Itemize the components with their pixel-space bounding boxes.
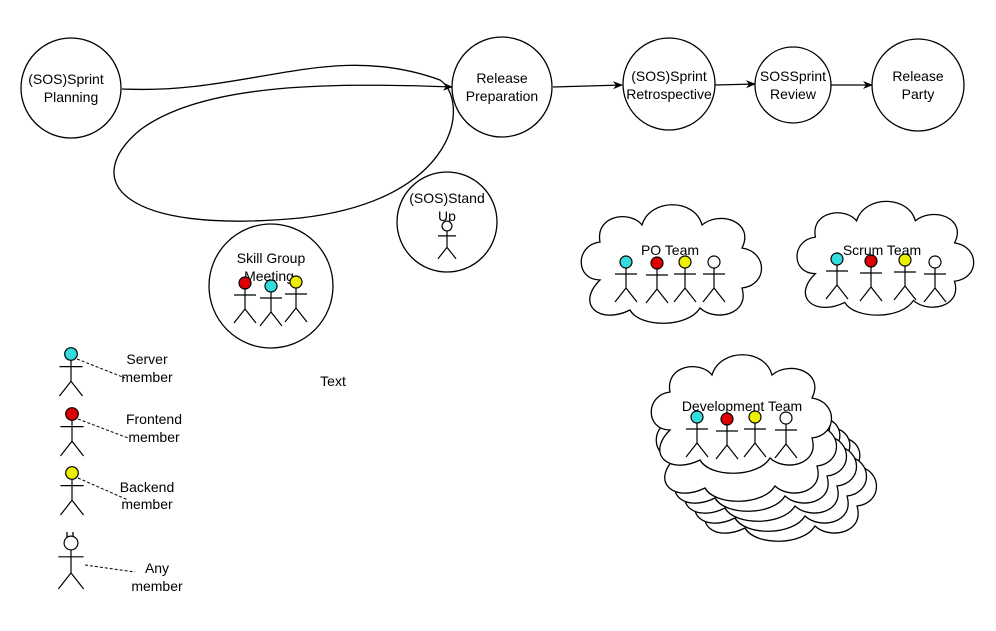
legend-backend-label-1: Backend bbox=[120, 479, 174, 495]
backend-member-icon bbox=[893, 253, 917, 301]
node-sprint-planning-label-2: Planning bbox=[44, 89, 99, 105]
node-retrospective-label-1: (SOS)Sprint bbox=[631, 68, 707, 84]
legend-any-label-1: Any bbox=[145, 560, 169, 576]
legend: Server member Frontend member Backend me… bbox=[57, 347, 183, 594]
arrow-release-prep-to-retrospective[interactable] bbox=[552, 81, 623, 90]
node-sprint-review[interactable]: SOSSprint Review bbox=[754, 46, 832, 124]
node-sprint-review-label-2: Review bbox=[770, 86, 817, 102]
node-retrospective-label-2: Retrospective bbox=[626, 86, 712, 102]
any-member-icon bbox=[57, 535, 85, 590]
server-member-icon bbox=[825, 252, 849, 300]
frontend-member-icon bbox=[715, 412, 739, 460]
stand-up-member-icon bbox=[437, 220, 457, 260]
legend-backend: Backend member bbox=[59, 466, 174, 516]
server-member-icon bbox=[259, 279, 283, 327]
legend-frontend-connector bbox=[77, 418, 129, 439]
node-sprint-retrospective[interactable]: (SOS)Sprint Retrospective bbox=[622, 37, 716, 131]
po-team-label: PO Team bbox=[641, 242, 699, 258]
any-member-icon bbox=[774, 411, 798, 459]
backend-member-icon bbox=[59, 466, 85, 516]
node-sprint-planning-label-1: (SOS)Sprint bbox=[28, 71, 104, 87]
frontend-member-icon bbox=[645, 256, 669, 304]
legend-server-label-1: Server bbox=[126, 351, 168, 367]
node-stand-up-label-2: Up bbox=[438, 208, 456, 224]
node-release-party-label-2: Party bbox=[902, 86, 935, 102]
legend-server: Server member bbox=[58, 347, 173, 397]
legend-frontend-label-2: member bbox=[128, 429, 180, 445]
flow-connectors bbox=[113, 64, 873, 222]
node-sprint-review-label-1: SOSSprint bbox=[760, 68, 826, 84]
node-sprint-planning[interactable]: (SOS)Sprint Planning bbox=[20, 37, 122, 139]
legend-any-label-2: member bbox=[131, 578, 183, 594]
node-stand-up[interactable]: (SOS)Stand Up bbox=[396, 171, 498, 273]
cloud-po-team[interactable]: PO Team bbox=[580, 204, 763, 324]
node-release-preparation-label-2: Preparation bbox=[466, 88, 538, 104]
legend-backend-connector bbox=[77, 477, 129, 501]
scrum-team-label: Scrum Team bbox=[843, 242, 921, 258]
server-member-icon bbox=[614, 255, 638, 303]
legend-server-label-2: member bbox=[121, 369, 173, 385]
node-skill-group-meeting[interactable]: Skill Group Meeting bbox=[208, 223, 334, 349]
arrow-retrospective-to-review[interactable] bbox=[714, 80, 756, 89]
backend-member-icon bbox=[673, 255, 697, 303]
any-member-marks bbox=[66, 532, 74, 537]
node-release-preparation-label-1: Release bbox=[476, 70, 528, 86]
backend-member-icon bbox=[284, 275, 308, 323]
node-release-party-label-1: Release bbox=[892, 68, 944, 84]
node-release-party[interactable]: Release Party bbox=[871, 38, 965, 132]
cloud-scrum-team[interactable]: Scrum Team bbox=[796, 200, 975, 316]
node-skill-group-label-1: Skill Group bbox=[237, 250, 306, 266]
legend-any: Any member bbox=[57, 532, 183, 594]
legend-frontend: Frontend member bbox=[59, 407, 182, 457]
development-team-label: Development Team bbox=[682, 398, 802, 414]
backend-member-icon bbox=[743, 410, 767, 458]
server-member-icon bbox=[58, 347, 84, 397]
cloud-development-team[interactable]: Development Team bbox=[650, 354, 878, 542]
frontend-member-icon bbox=[59, 407, 85, 457]
frontend-member-icon bbox=[233, 276, 257, 324]
legend-backend-label-2: member bbox=[121, 496, 173, 512]
server-member-icon bbox=[685, 410, 709, 458]
node-release-preparation[interactable]: Release Preparation bbox=[451, 36, 553, 138]
legend-server-connector bbox=[76, 358, 126, 379]
legend-any-connector bbox=[84, 564, 136, 573]
any-member-icon bbox=[923, 255, 947, 303]
arrow-planning-to-release-prep[interactable] bbox=[113, 64, 455, 222]
node-skill-group-label-2: Meeting bbox=[244, 268, 294, 284]
frontend-member-icon bbox=[859, 254, 883, 302]
any-member-icon bbox=[702, 255, 726, 303]
free-text-label[interactable]: Text bbox=[320, 373, 346, 389]
legend-frontend-label-1: Frontend bbox=[126, 411, 182, 427]
node-stand-up-label-1: (SOS)Stand bbox=[409, 190, 484, 206]
